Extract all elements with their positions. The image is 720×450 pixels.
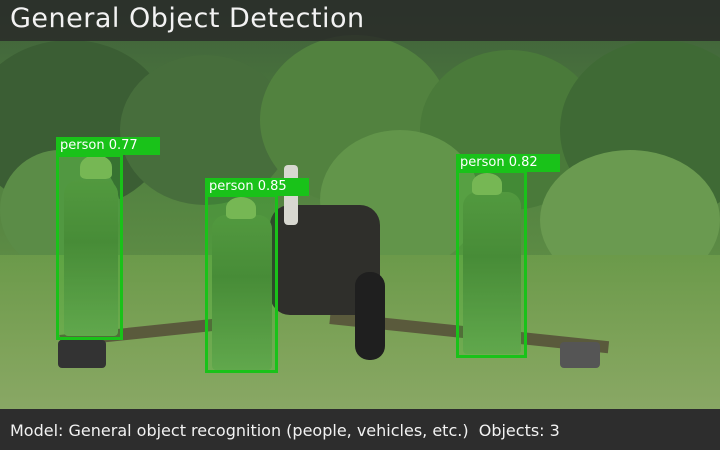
model-description: Model: General object recognition (peopl…	[10, 421, 469, 440]
detection-box-person-1	[56, 154, 123, 340]
status-text: Model: General object recognition (peopl…	[10, 421, 560, 440]
detection-label-person-3: person 0.82	[456, 154, 560, 172]
soldier-figure	[463, 192, 521, 354]
soldier-figure	[212, 215, 272, 370]
detection-box-person-2	[205, 194, 278, 373]
object-count: Objects: 3	[478, 421, 560, 440]
soldier-helmet	[80, 155, 112, 179]
gun-wheel	[355, 272, 385, 360]
gun-base	[560, 342, 600, 368]
status-bar: Model: General object recognition (peopl…	[0, 409, 720, 450]
soldier-figure	[64, 180, 118, 336]
soldier-helmet	[472, 173, 502, 195]
page-title: General Object Detection	[10, 3, 365, 34]
detection-label-person-1: person 0.77	[56, 137, 160, 155]
title-bar: General Object Detection	[0, 0, 720, 41]
soldier-helmet	[226, 197, 256, 219]
detection-label-person-2: person 0.85	[205, 178, 309, 196]
gun-base	[58, 340, 106, 368]
detection-box-person-3	[456, 170, 527, 358]
